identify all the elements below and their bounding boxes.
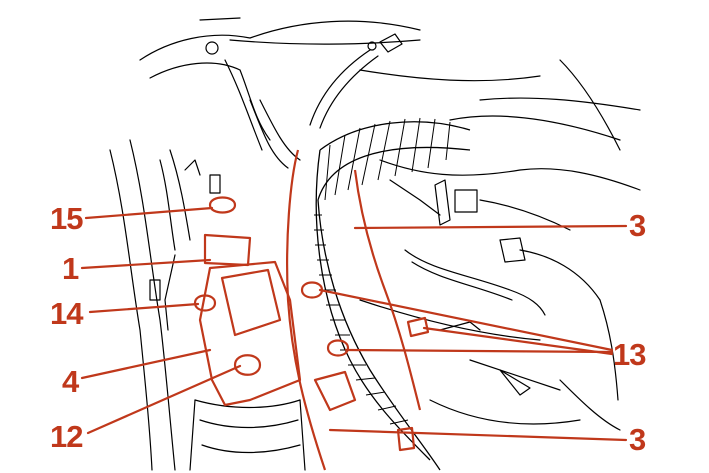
connector-lower	[396, 426, 416, 452]
wire-harness-3	[286, 149, 327, 471]
callout-12: 12	[50, 419, 83, 454]
leader-3-top	[353, 224, 628, 230]
leader-15	[84, 206, 214, 220]
callout-15: 15	[50, 201, 83, 236]
callout-4: 4	[62, 364, 79, 399]
bolt-14	[193, 294, 217, 312]
callout-3-top: 3	[629, 208, 646, 243]
bolt-15	[208, 196, 237, 214]
bracket-4	[198, 260, 302, 407]
callout-14: 14	[50, 296, 83, 331]
mount-plate	[220, 268, 282, 337]
shock-absorber-1	[203, 233, 252, 267]
bolt-13-right	[406, 316, 430, 338]
line-art	[109, 17, 641, 471]
callout-3-bottom: 3	[629, 422, 646, 457]
leader-13-b	[344, 348, 614, 354]
callout-1: 1	[62, 251, 79, 286]
leader-4	[80, 348, 212, 380]
leader-13-a	[318, 288, 614, 352]
leader-13-c	[422, 326, 614, 356]
leader-12	[86, 364, 242, 435]
leader-14	[88, 302, 200, 314]
wire-harness-3-inner	[353, 169, 422, 411]
corrugated-hose	[314, 117, 471, 471]
bolt-12	[233, 354, 262, 376]
callout-13: 13	[613, 337, 646, 372]
bolt-13-lower	[326, 339, 350, 357]
leader-1	[80, 258, 212, 270]
leader-lines	[80, 206, 628, 442]
frame-rail	[313, 370, 357, 412]
leader-3-bottom	[328, 428, 628, 442]
